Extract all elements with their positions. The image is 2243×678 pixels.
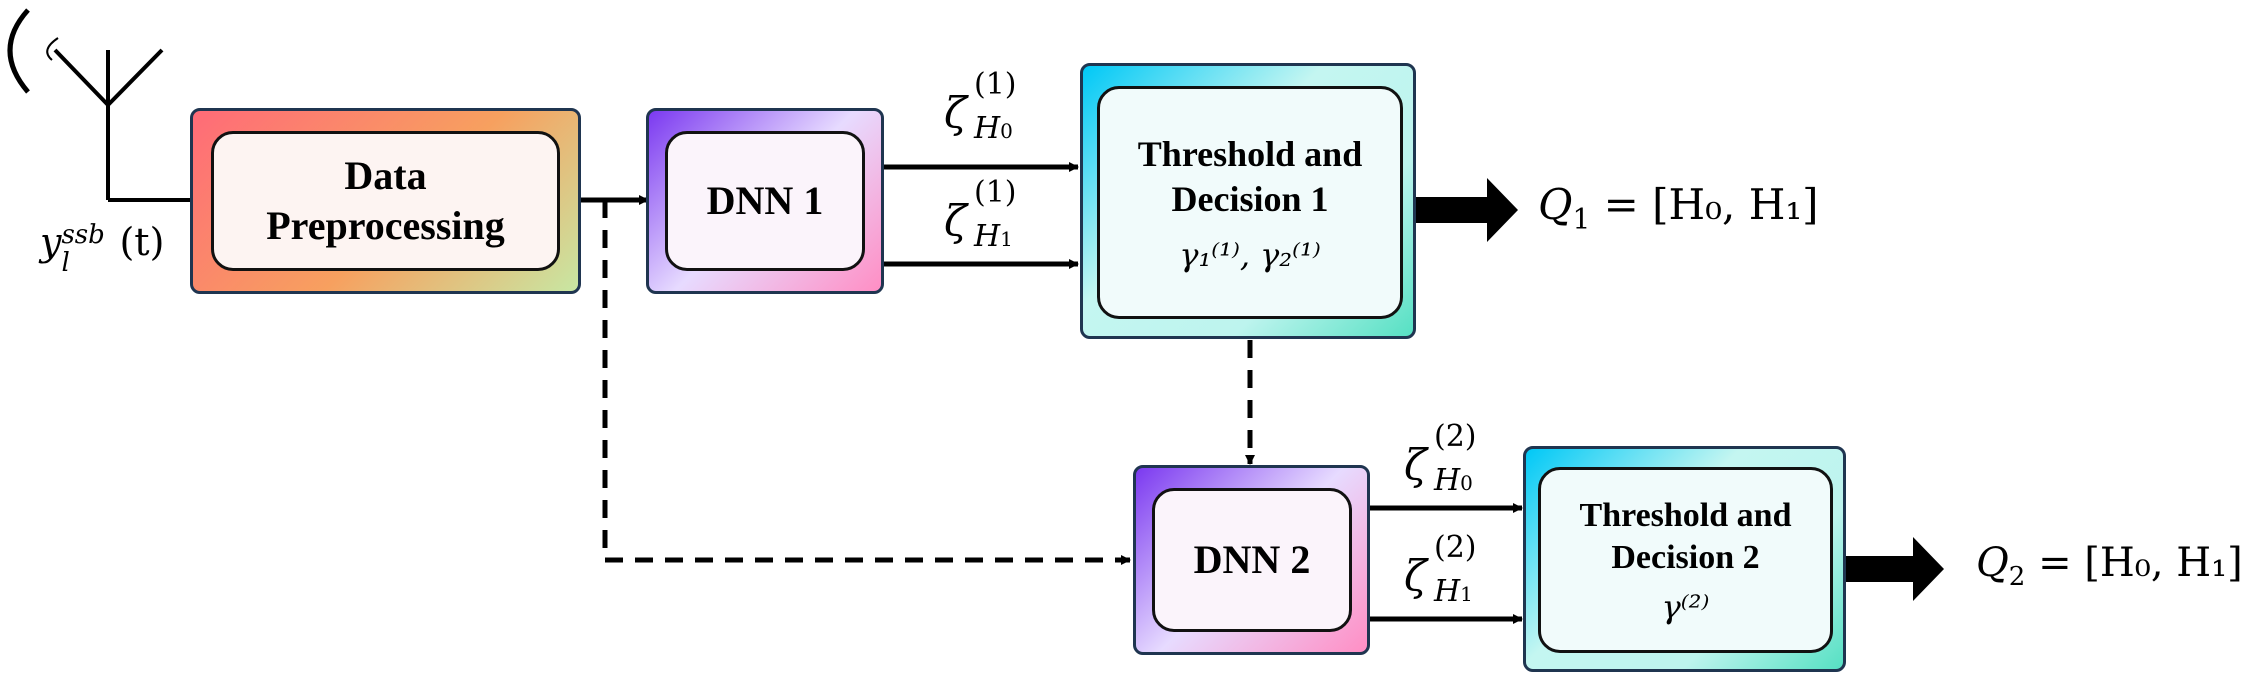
zeta-dnn1-h0-sup: (1) (974, 67, 1017, 102)
q2-index: 2 (2008, 562, 2026, 592)
zeta-dnn1-h1-subsub: 1 (1000, 227, 1013, 251)
zeta-dnn2-h1-sup: (2) (1434, 530, 1477, 565)
dnn1-title: DNN 1 (706, 178, 824, 223)
signal-sup: ssb (61, 220, 105, 250)
zeta-dnn2-h0-subsub: 0 (1460, 471, 1473, 495)
dnn1-block: DNN 1 (646, 108, 884, 294)
zeta-dnn2-h0-sub: H (1434, 463, 1461, 498)
dnn2-block: DNN 2 (1133, 465, 1370, 655)
zeta-dnn2-h0-label: ζ(2)H0 (1404, 419, 1477, 498)
decision2-inner: Threshold and Decision 2 γ⁽²⁾ (1538, 467, 1833, 653)
arrow-pre-to-dnn2 (602, 200, 1131, 565)
zeta-dnn1-h0-sub: H (974, 111, 1001, 146)
q2-value: = [H₀, H₁] (2038, 540, 2243, 586)
decision2-block: Threshold and Decision 2 γ⁽²⁾ (1523, 446, 1846, 672)
decision1-thresholds: γ₁⁽¹⁾, γ₂⁽¹⁾ (1179, 235, 1321, 274)
decision1-title: Threshold and Decision 1 (1137, 133, 1363, 219)
zeta-dnn2-h1-sub: H (1434, 574, 1461, 609)
signal-sub: l (61, 248, 70, 278)
zeta-dnn2-h0-sup: (2) (1434, 419, 1477, 454)
zeta-dnn2-h1-label: ζ(2)H1 (1404, 530, 1477, 609)
decision2-title: Threshold and Decision 2 (1579, 496, 1792, 577)
signal-base: y (40, 220, 62, 264)
zeta-dnn1-h1-sub: H (974, 219, 1001, 254)
antenna-icon (7, 8, 190, 202)
q1-index: 1 (1572, 202, 1591, 236)
output-arrow-q1 (1416, 178, 1518, 242)
preprocessing-inner: Data Preprocessing (211, 131, 560, 271)
decision1-inner: Threshold and Decision 1 γ₁⁽¹⁾, γ₂⁽¹⁾ (1097, 86, 1403, 319)
decision2-thresholds: γ⁽²⁾ (1661, 587, 1710, 626)
zeta-dnn1-h1-sup: (1) (974, 175, 1017, 210)
zeta-dnn1-h0-label: ζ(1)H0 (944, 67, 1017, 146)
q1-name: Q (1538, 180, 1573, 229)
decision1-block: Threshold and Decision 1 γ₁⁽¹⁾, γ₂⁽¹⁾ (1080, 63, 1416, 339)
zeta-dnn2-h1-subsub: 1 (1460, 582, 1473, 606)
signal-arg: (t) (119, 220, 165, 264)
q1-value: = [H₀, H₁] (1603, 180, 1819, 229)
output-q1-label: Q1 = [H₀, H₁] (1538, 180, 1819, 235)
dnn2-inner: DNN 2 (1152, 488, 1352, 632)
dnn1-inner: DNN 1 (665, 131, 865, 271)
dnn2-title: DNN 2 (1193, 537, 1311, 582)
output-arrow-q2 (1846, 537, 1944, 601)
preprocessing-title: Data Preprocessing (266, 153, 505, 248)
zeta-dnn1-h0-subsub: 0 (1000, 119, 1013, 143)
zeta-dnn1-h1-label: ζ(1)H1 (944, 175, 1017, 254)
output-q2-label: Q2 = [H₀, H₁] (1976, 540, 2243, 592)
q2-name: Q (1976, 540, 2009, 586)
preprocessing-block: Data Preprocessing (190, 108, 581, 294)
